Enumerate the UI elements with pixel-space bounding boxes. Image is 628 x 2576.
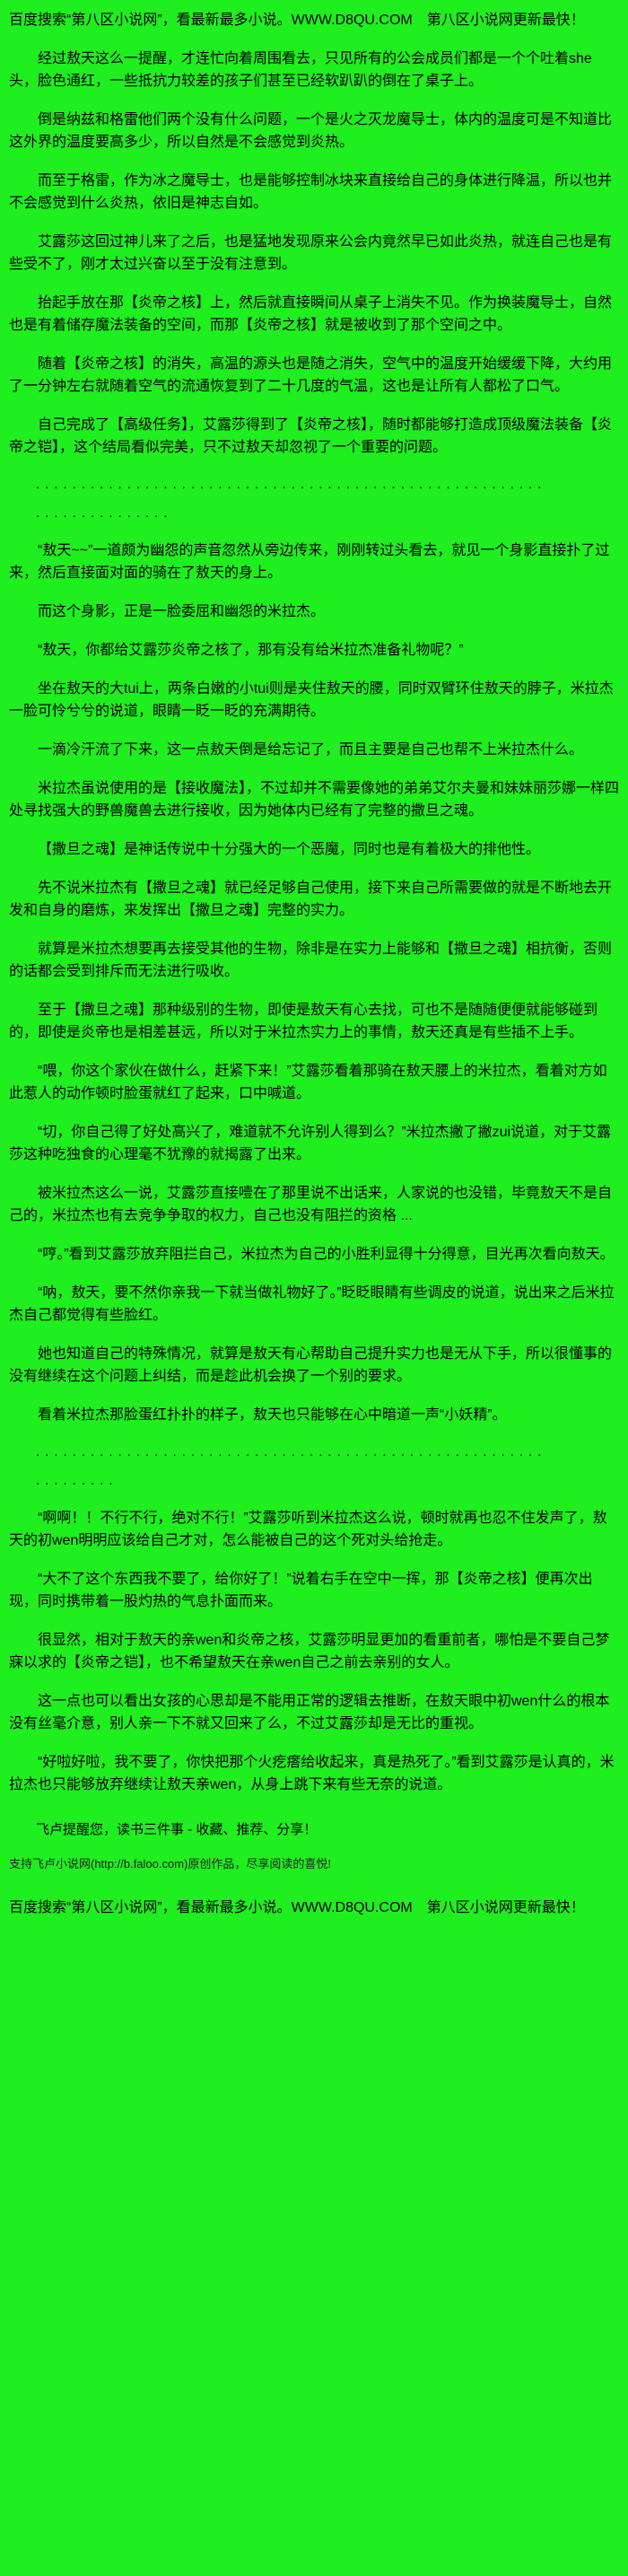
story-paragraph: 而至于格雷，作为冰之魔导士，也是能够控制冰块来直接给自己的身体进行降温，所以也并… bbox=[9, 173, 613, 211]
story-paragraph: 艾露莎这回过神儿来了之后，也是猛地发现原来公会内竟然早已如此炎热，就连自己也是有… bbox=[9, 234, 613, 272]
promo-footer: 百度搜索“第八区小说网”，看最新最多小说。WWW.D8QU.COM 第八区小说网… bbox=[9, 1900, 585, 1915]
story-paragraph: 倒是纳兹和格雷他们两个没有什么问题，一个是火之灭龙魔导士，体内的温度可是不知道比… bbox=[9, 112, 613, 150]
separator-dots-line: ........................................… bbox=[36, 1444, 547, 1459]
story-paragraph: 坐在敖天的大tui上，两条白嫩的小tui则是夹住敖天的腰，同时双臂环住敖天的脖子… bbox=[9, 681, 614, 719]
story-paragraph: 米拉杰虽说使用的是【接收魔法】，不过却并不需要像她的弟弟艾尔夫曼和妹妹丽莎娜一样… bbox=[9, 781, 620, 819]
story-paragraph: “啊啊！！不行不行，绝对不行！”艾露莎听到米拉杰这么说，顿时就再也忍不住发声了，… bbox=[9, 1511, 607, 1548]
story-paragraph: “敖天，你都给艾露莎炎帝之核了，那有没有给米拉杰准备礼物呢？” bbox=[38, 643, 464, 658]
story-paragraph: 至于【撒旦之魂】那种级别的生物，即使是敖天有心去找，可也不是随随便便就能够碰到的… bbox=[9, 1003, 598, 1040]
story-paragraph: “敖天~~”一道颇为幽怨的声音忽然从旁边传来，刚刚转过头看去，就见一个身影直接扑… bbox=[9, 543, 610, 581]
story-paragraph: “呐，敖天，要不然你亲我一下就当做礼物好了。”眨眨眼睛有些调皮的说道，说出来之后… bbox=[9, 1285, 615, 1323]
story-paragraph: 【撒旦之魂】是神话传说中十分强大的一个恶魔，同时也是有着极大的排他性。 bbox=[38, 842, 541, 857]
promo-header: 百度搜索“第八区小说网”，看最新最多小说。WWW.D8QU.COM 第八区小说网… bbox=[9, 13, 585, 28]
story-paragraph: 这一点也可以看出女孩的心思却是不能用正常的逻辑去推断，在敖天眼中初wen什么的根… bbox=[9, 1694, 610, 1731]
story-paragraph: 她也知道自己的特殊情况，就算是敖天有心帮助自己提升实力也是无从下手，所以很懂事的… bbox=[9, 1346, 613, 1384]
story-paragraph: “切，你自己得了好处高兴了，难道就不允许别人得到么？”米拉杰撇了撇zui说道，对… bbox=[9, 1125, 612, 1162]
story-paragraph: 经过敖天这么一提醒，才连忙向着周围看去，只见所有的公会成员们都是一个个吐着she… bbox=[9, 51, 592, 89]
separator-dots-line: ............... bbox=[36, 505, 173, 521]
story-paragraph: 而这个身影，正是一脸委屈和幽怨的米拉杰。 bbox=[38, 604, 326, 619]
faloo-support-line: 支持飞卢小说网(http://b.faloo.com)原创作品，尽享阅读的喜悦! bbox=[9, 1857, 331, 1871]
story-paragraph: 看着米拉杰那脸蛋红扑扑的样子，敖天也只能够在心中暗道一声“小妖精”。 bbox=[38, 1407, 507, 1423]
story-paragraph: “喂，你这个家伙在做什么，赶紧下来！”艾露莎看着那骑在敖天腰上的米拉杰，看着对方… bbox=[9, 1064, 607, 1101]
story-paragraph: 自己完成了【高级任务】，艾露莎得到了【炎帝之核】，随时都能够打造成顶级魔法装备【… bbox=[9, 417, 613, 455]
story-paragraph: 抬起手放在那【炎帝之核】上，然后就直接瞬间从桌子上消失不见。作为换装魔导士，自然… bbox=[9, 295, 613, 333]
story-paragraph: 就算是米拉杰想要再去接受其他的生物，除非是在实力上能够和【撒旦之魂】相抗衡，否则… bbox=[9, 942, 613, 979]
faloo-reminder: 飞卢提醒您，读书三件事 - 收藏、推荐、分享！ bbox=[36, 1822, 318, 1837]
story-paragraph: “哼。”看到艾露莎放弃阻拦自己，米拉杰为自己的小胜利显得十分得意，目光再次看向敖… bbox=[38, 1247, 615, 1262]
section-separator: ........................................… bbox=[9, 1442, 619, 1491]
separator-dots-line: ......... bbox=[36, 1473, 118, 1488]
story-paragraph: 先不说米拉杰有【撒旦之魂】就已经足够自己使用，接下来自己所需要做的就是不断地去开… bbox=[9, 881, 613, 918]
story-paragraph: “大不了这个东西我不要了，给你好了！”说着右手在空中一挥，那【炎帝之核】便再次出… bbox=[9, 1572, 593, 1609]
story-paragraph: 随着【炎帝之核】的消失，高温的源头也是随之消失，空气中的温度开始缓缓下降，大约用… bbox=[9, 356, 613, 394]
story-paragraph: “好啦好啦，我不要了，你快把那个火疙瘩给收起来，真是热死了。”看到艾露莎是认真的… bbox=[9, 1755, 615, 1792]
story-paragraph: 被米拉杰这么一说，艾露莎直接噎在了那里说不出话来，人家说的也没错，毕竟敖天不是自… bbox=[9, 1186, 613, 1223]
section-separator: ........................................… bbox=[9, 475, 619, 523]
separator-dots-line: ........................................… bbox=[36, 477, 547, 492]
story-paragraph: 很显然，相对于敖天的亲wen和炎帝之核，艾露莎明显更加的看重前者，哪怕是不要自己… bbox=[9, 1633, 610, 1670]
story-paragraph: 一滴冷汗流了下来，这一点敖天倒是给忘记了，而且主要是自己也帮不上米拉杰什么。 bbox=[38, 742, 584, 758]
